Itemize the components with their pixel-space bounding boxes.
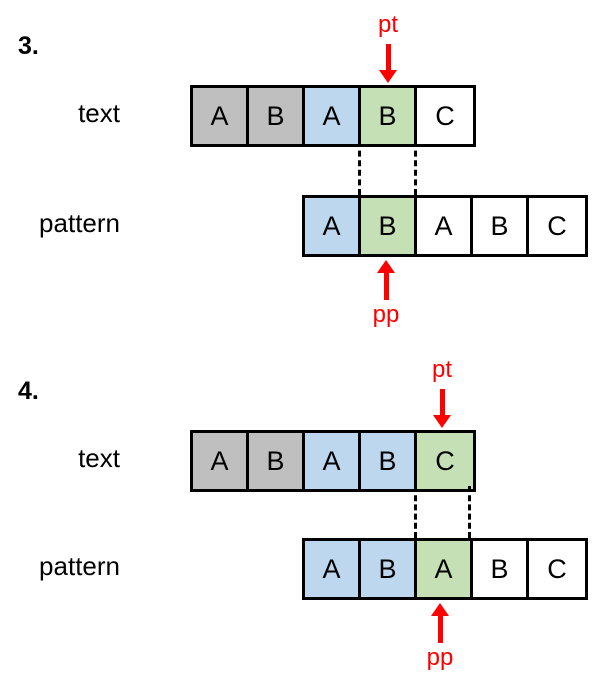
pattern-pointer-label: pp	[426, 644, 454, 671]
pattern-cell: C	[529, 198, 585, 254]
text-cell: B	[249, 88, 305, 144]
pattern-cell: B	[361, 541, 417, 597]
step-number-3: 3.	[18, 32, 39, 60]
alignment-dash-line-right	[414, 141, 417, 195]
pattern-cell: A	[417, 541, 473, 597]
pattern-cell: A	[305, 198, 361, 254]
pattern-pointer-annotation: pp	[410, 601, 470, 671]
text-cell: A	[193, 88, 249, 144]
text-pointer-label: pt	[431, 356, 452, 383]
text-pointer-arrow-head	[379, 70, 397, 83]
step-number-4: 4.	[18, 377, 39, 405]
pattern-pointer-arrow-shaft	[383, 272, 389, 300]
pattern-cell: A	[417, 198, 473, 254]
text-cell: C	[417, 433, 473, 489]
pattern-row-label: pattern	[39, 208, 120, 238]
text-cell: C	[417, 88, 473, 144]
pattern-cell: B	[473, 541, 529, 597]
text-pointer-annotation: pt	[358, 11, 418, 83]
text-cell-row: A B A B C	[190, 430, 476, 492]
pattern-pointer-label: pp	[372, 301, 400, 328]
pattern-cell: C	[529, 541, 585, 597]
text-pointer-arrow-shaft	[385, 44, 391, 74]
text-cell: A	[305, 433, 361, 489]
pattern-row-label: pattern	[39, 551, 120, 581]
text-cell: B	[361, 433, 417, 489]
diagram-step-4: 4. text pattern A B A B C A B A B C pt p…	[0, 345, 614, 685]
pattern-cell-row: A B A B C	[302, 538, 588, 600]
alignment-dash-line-left	[414, 486, 417, 538]
pattern-cell: B	[473, 198, 529, 254]
pattern-pointer-arrow-shaft	[437, 615, 443, 643]
pattern-pointer-annotation: pp	[356, 258, 416, 328]
text-row-label: text	[78, 443, 120, 473]
alignment-dash-line-left	[358, 141, 361, 195]
text-pointer-annotation: pt	[412, 356, 472, 428]
text-pointer-arrow-head	[433, 415, 451, 428]
pattern-cell-row: A B A B C	[302, 195, 588, 257]
text-cell: B	[249, 433, 305, 489]
text-cell: A	[305, 88, 361, 144]
pattern-cell: A	[305, 541, 361, 597]
text-pointer-label: pt	[377, 11, 398, 38]
alignment-dash-line-right	[468, 486, 471, 538]
pattern-cell: B	[361, 198, 417, 254]
text-row-label: text	[78, 98, 120, 128]
text-cell: A	[193, 433, 249, 489]
pattern-pointer-arrow-head	[377, 260, 395, 273]
text-cell: B	[361, 88, 417, 144]
text-cell-row: A B A B C	[190, 85, 476, 147]
pattern-pointer-arrow-head	[431, 603, 449, 616]
diagram-step-3: 3. text pattern A B A B C A B A B C pt p…	[18, 11, 588, 328]
text-pointer-arrow-shaft	[439, 389, 445, 419]
